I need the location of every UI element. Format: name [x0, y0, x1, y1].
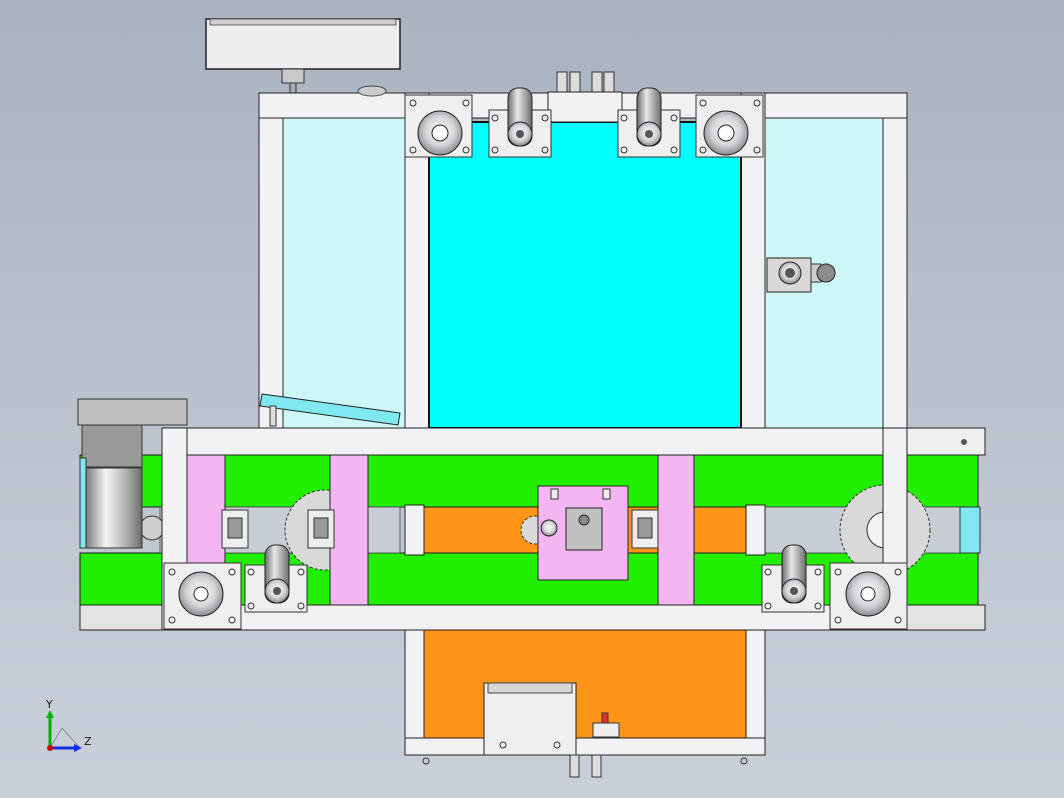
left-side-panel	[282, 117, 406, 429]
bottom-left-caster	[244, 544, 308, 613]
conveyor-assembly	[77, 398, 986, 631]
top-right-bearing-plate	[695, 94, 764, 158]
side-knob	[766, 257, 836, 293]
top-left-caster	[488, 87, 552, 158]
clamp-block	[307, 509, 335, 549]
clamp-block	[631, 509, 659, 549]
control-display-box	[205, 18, 401, 94]
upper-green-belt	[79, 454, 979, 508]
z-axis-label: Z	[84, 735, 92, 748]
pink-bracket-center-right	[657, 454, 695, 606]
bottom-left-bearing-plate	[163, 562, 242, 630]
cyan-main-panel	[428, 121, 742, 429]
top-left-bearing-plate	[404, 94, 473, 158]
lower-orange-housing	[404, 629, 766, 778]
bottom-right-bearing-plate	[829, 562, 908, 630]
upper-frame-rail	[161, 427, 908, 456]
upper-cabinet-frame	[258, 71, 908, 429]
coordinate-triad-icon: Y Z	[45, 698, 92, 752]
inclined-sensor-bar	[259, 393, 401, 426]
y-axis-label: Y	[45, 698, 53, 711]
gear-motor	[77, 398, 188, 549]
top-right-caster	[617, 87, 681, 158]
pink-bracket-center-left	[329, 454, 369, 606]
clamp-block	[221, 509, 249, 549]
bottom-right-caster	[761, 544, 825, 613]
